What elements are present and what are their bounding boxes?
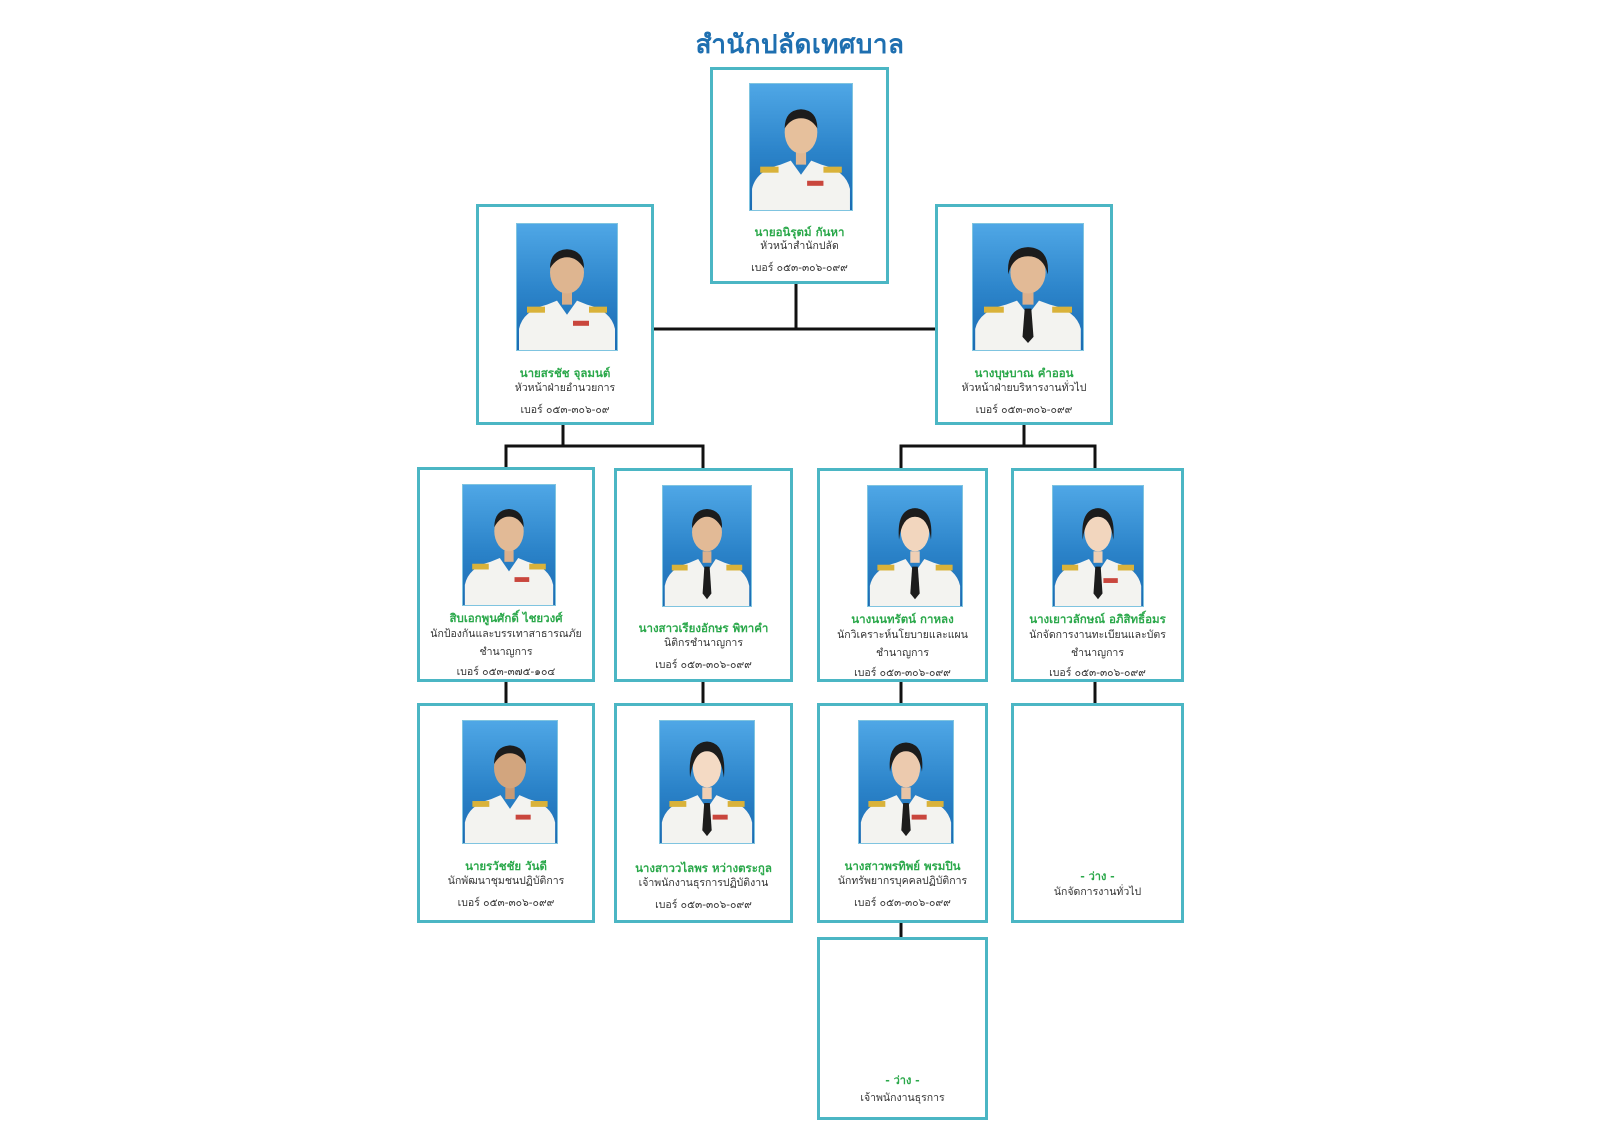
- person-position: นักพัฒนาชุมชนปฏิบัติการ: [447, 875, 565, 887]
- org-card-vacant-clerk: - ว่าง - เจ้าพนักงานธุรการ: [817, 937, 988, 1120]
- person-position: หัวหน้าสำนักปลัด: [760, 240, 839, 252]
- org-card-vacant-general: - ว่าง - นักจัดการงานทั่วไป: [1011, 703, 1184, 923]
- person-name: นายรวัชชัย วันดี: [465, 859, 547, 873]
- vacant-label: - ว่าง -: [885, 1074, 920, 1087]
- person-position: นักทรัพยากรบุคคลปฏิบัติการ: [837, 875, 968, 887]
- person-position: หัวหน้าฝ่ายอำนวยการ: [514, 382, 616, 394]
- vacant-label: - ว่าง -: [1080, 870, 1115, 883]
- person-silhouette-icon: [860, 742, 952, 843]
- person-position-level: ชำนาญการ: [479, 646, 533, 658]
- person-name: นายสรชัช จุลมนต์: [519, 366, 611, 380]
- org-card-admin-head: นายสรชัช จุลมนต์ หัวหน้าฝ่ายอำนวยการ เบอ…: [476, 204, 654, 425]
- person-photo: [462, 720, 558, 844]
- vacant-position: นักจัดการงานทั่วไป: [1053, 886, 1142, 898]
- person-photo: [462, 484, 556, 606]
- person-phone: เบอร์ ๐๕๓-๓๐๖-๐๙๙: [457, 897, 555, 909]
- person-name: นางสาววไลพร หว่างตระกูล: [635, 861, 772, 875]
- person-position: นิติกรชำนาญการ: [664, 637, 743, 649]
- person-name: นางสาวเรียงอักษร พิทาคำ: [638, 621, 769, 635]
- vacant-position: เจ้าพนักงานธุรการ: [860, 1092, 945, 1104]
- person-silhouette-icon: [664, 509, 750, 606]
- org-card-legal: นางสาวเรียงอักษร พิทาคำ นิติกรชำนาญการ เ…: [614, 468, 793, 682]
- person-position: นักป้องกันและบรรเทาสาธารณภัย: [430, 628, 582, 640]
- person-photo: [659, 720, 755, 844]
- person-silhouette-icon: [464, 509, 554, 605]
- person-photo: [516, 223, 618, 351]
- person-photo: [858, 720, 954, 844]
- person-phone: เบอร์ ๐๕๓-๓๐๖-๐๙๙: [1049, 667, 1146, 679]
- person-position-level: ชำนาญการ: [876, 647, 929, 659]
- person-name: นายอนิรุตม์ กันหา: [754, 225, 845, 239]
- person-silhouette-icon: [752, 109, 850, 210]
- person-position-level: ชำนาญการ: [1071, 647, 1124, 659]
- person-name: นางเยาวลักษณ์ อภิสิทธิ์อมร: [1029, 612, 1166, 626]
- person-name: นางสาวพรทิพย์ พรมปิน: [844, 859, 961, 873]
- person-photo: [1052, 485, 1144, 607]
- person-phone: เบอร์ ๐๕๓-๓๐๖-๐๙๙: [854, 667, 951, 679]
- org-card-hr: นางสาวพรทิพย์ พรมปิน นักทรัพยากรบุคคลปฏิ…: [817, 703, 988, 923]
- person-phone: เบอร์ ๐๕๓-๓๗๕-๑๐๔: [456, 666, 556, 678]
- org-card-community: นายรวัชชัย วันดี นักพัฒนาชุมชนปฏิบัติการ…: [417, 703, 595, 923]
- person-photo: [867, 485, 963, 607]
- person-phone: เบอร์ ๐๕๓-๓๐๖-๐๙๙: [655, 899, 752, 911]
- person-position: หัวหน้าฝ่ายบริหารงานทั่วไป: [961, 382, 1087, 394]
- org-card-general-head: นางบุษบาณ คำออน หัวหน้าฝ่ายบริหารงานทั่ว…: [935, 204, 1113, 425]
- person-silhouette-icon: [519, 249, 615, 350]
- person-name: นางนนทรัตน์ กาหลง: [851, 612, 954, 626]
- person-silhouette-icon: [869, 508, 961, 606]
- person-position: นักวิเคราะห์นโยบายและแผน: [837, 629, 968, 641]
- person-phone: เบอร์ ๐๕๓-๓๐๖-๐๙: [520, 404, 610, 416]
- org-card-clerk: นางสาววไลพร หว่างตระกูล เจ้าพนักงานธุรกา…: [614, 703, 793, 923]
- org-card-policy: นางนนทรัตน์ กาหลง นักวิเคราะห์นโยบายและแ…: [817, 468, 988, 682]
- person-position: เจ้าพนักงานธุรการปฏิบัติงาน: [638, 877, 769, 889]
- person-silhouette-icon: [975, 247, 1081, 350]
- org-card-registry: นางเยาวลักษณ์ อภิสิทธิ์อมร นักจัดการงานท…: [1011, 468, 1184, 682]
- person-name: นางบุษบาณ คำออน: [974, 366, 1074, 380]
- person-photo: [972, 223, 1084, 351]
- org-card-head: นายอนิรุตม์ กันหา หัวหน้าสำนักปลัด เบอร์…: [710, 67, 889, 284]
- person-silhouette-icon: [661, 741, 753, 843]
- person-phone: เบอร์ ๐๕๓-๓๐๖-๐๙๙: [975, 404, 1073, 416]
- person-position: นักจัดการงานทะเบียนและบัตร: [1029, 629, 1166, 641]
- person-name: สิบเอกพูนศักดิ์ ไชยวงศ์: [449, 611, 563, 625]
- person-photo: [662, 485, 752, 607]
- person-silhouette-icon: [1054, 508, 1142, 606]
- page-title: สำนักปลัดเทศบาล: [695, 30, 905, 60]
- person-phone: เบอร์ ๐๕๓-๓๐๖-๐๙๙: [751, 262, 848, 274]
- person-silhouette-icon: [464, 745, 556, 843]
- person-photo: [749, 83, 853, 211]
- person-phone: เบอร์ ๐๕๓-๓๐๖-๐๙๙: [854, 897, 951, 909]
- person-phone: เบอร์ ๐๕๓-๓๐๖-๐๙๙: [655, 659, 752, 671]
- org-card-disaster: สิบเอกพูนศักดิ์ ไชยวงศ์ นักป้องกันและบรร…: [417, 467, 595, 682]
